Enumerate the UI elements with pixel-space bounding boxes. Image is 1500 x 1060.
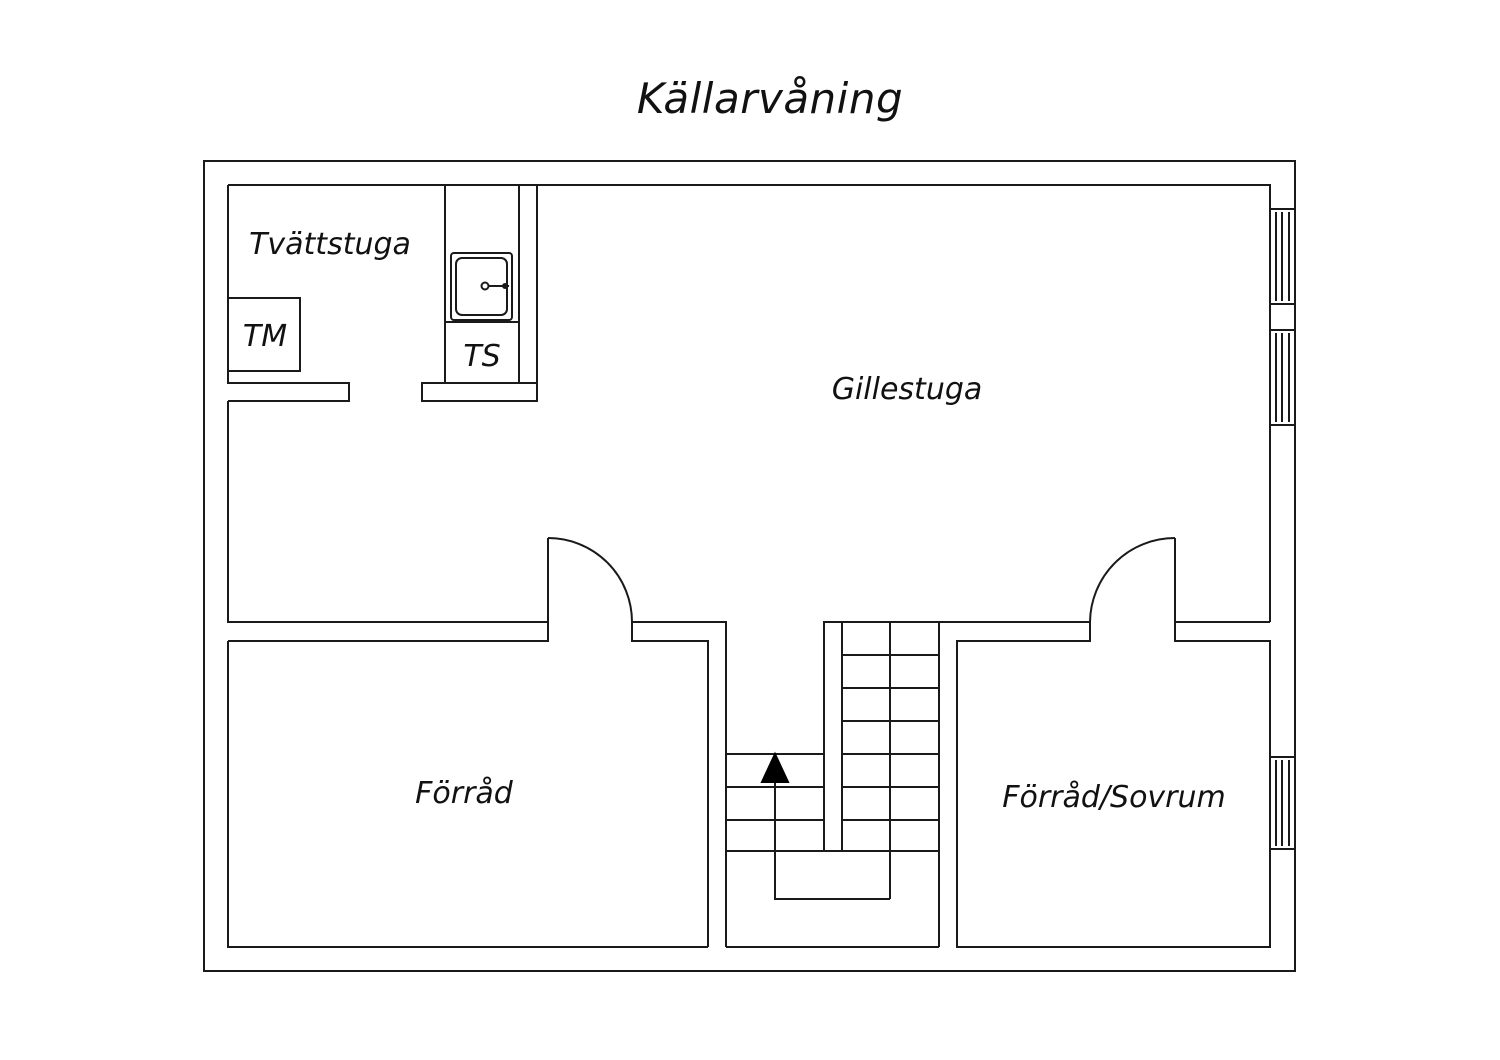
room-label-gillestuga: Gillestuga	[832, 372, 983, 407]
room-label-laundry: Tvättstuga	[249, 227, 411, 262]
label-washing-machine: TM	[243, 319, 287, 354]
storage-top-wall-left	[228, 538, 549, 642]
plan-title: Källarvåning	[636, 74, 904, 123]
door-swing-bedroom	[1089, 537, 1176, 623]
gillestuga-top-right-wall	[537, 184, 1271, 622]
laundry-bottom-wall-right	[421, 382, 538, 402]
stair-divider	[823, 621, 843, 852]
sink-icon	[450, 252, 513, 321]
window-upper	[1269, 208, 1296, 305]
stair-left-wall-top	[632, 621, 727, 947]
laundry-bottom-wall-left	[227, 371, 350, 402]
window-middle	[1269, 329, 1296, 426]
window-lower	[1269, 756, 1296, 850]
storage-room-walls	[227, 641, 708, 948]
label-dryer: TS	[463, 339, 500, 374]
up-arrow-icon	[760, 751, 790, 783]
gillestuga-left-wall	[227, 401, 548, 623]
room-label-storage-bedroom: Förråd/Sovrum	[1002, 780, 1226, 815]
outer-wall	[203, 160, 1296, 972]
washing-machine-box	[227, 297, 301, 372]
stair-walk-line	[774, 780, 890, 900]
door-swing-storage	[547, 537, 633, 623]
room-label-storage: Förråd	[415, 776, 514, 811]
storage-bedroom-walls	[939, 621, 1271, 948]
storage-right-wall	[631, 622, 709, 947]
laundry-partition	[519, 184, 538, 383]
